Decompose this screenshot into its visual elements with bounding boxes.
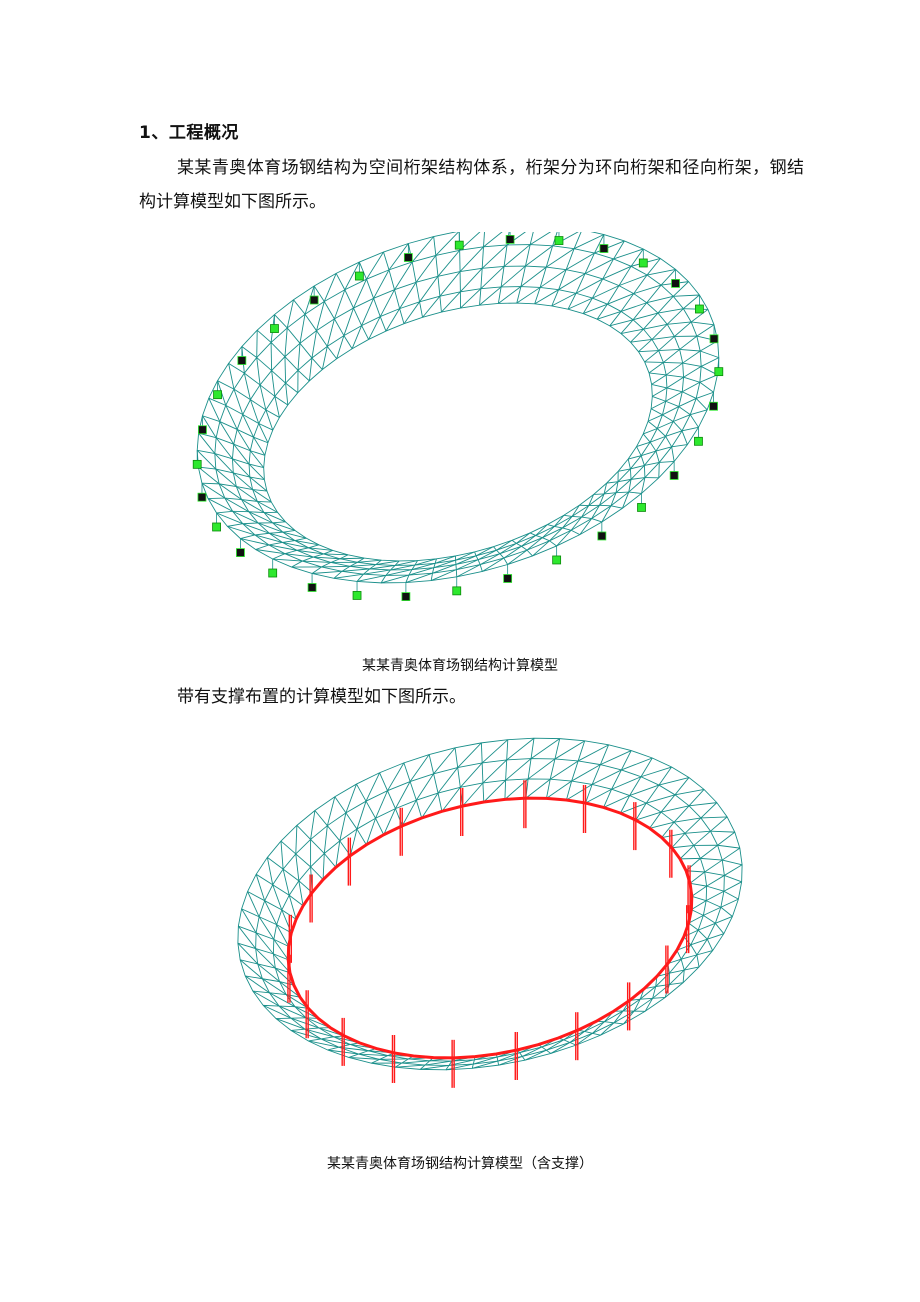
- support-nodes: [192, 232, 724, 601]
- truss-mesh: [237, 737, 743, 1071]
- steel-structure-bracing-model-figure: [237, 737, 743, 1088]
- bracing-paragraph: 带有支撑布置的计算模型如下图所示。: [177, 687, 466, 707]
- section-heading: 1、工程概况: [139, 123, 239, 143]
- steel-structure-model-figure: [192, 232, 724, 601]
- intro-paragraph: 某某青奥体育场钢结构为空间桁架结构体系，桁架分为环向桁架和径向桁架，钢结构计算模…: [139, 158, 804, 212]
- figure-caption-2: 某某青奥体育场钢结构计算模型（含支撑）: [327, 1156, 593, 1172]
- bracing-members: [286, 780, 694, 1088]
- truss-mesh: [196, 232, 720, 584]
- figure-caption-1: 某某青奥体育场钢结构计算模型: [362, 658, 558, 674]
